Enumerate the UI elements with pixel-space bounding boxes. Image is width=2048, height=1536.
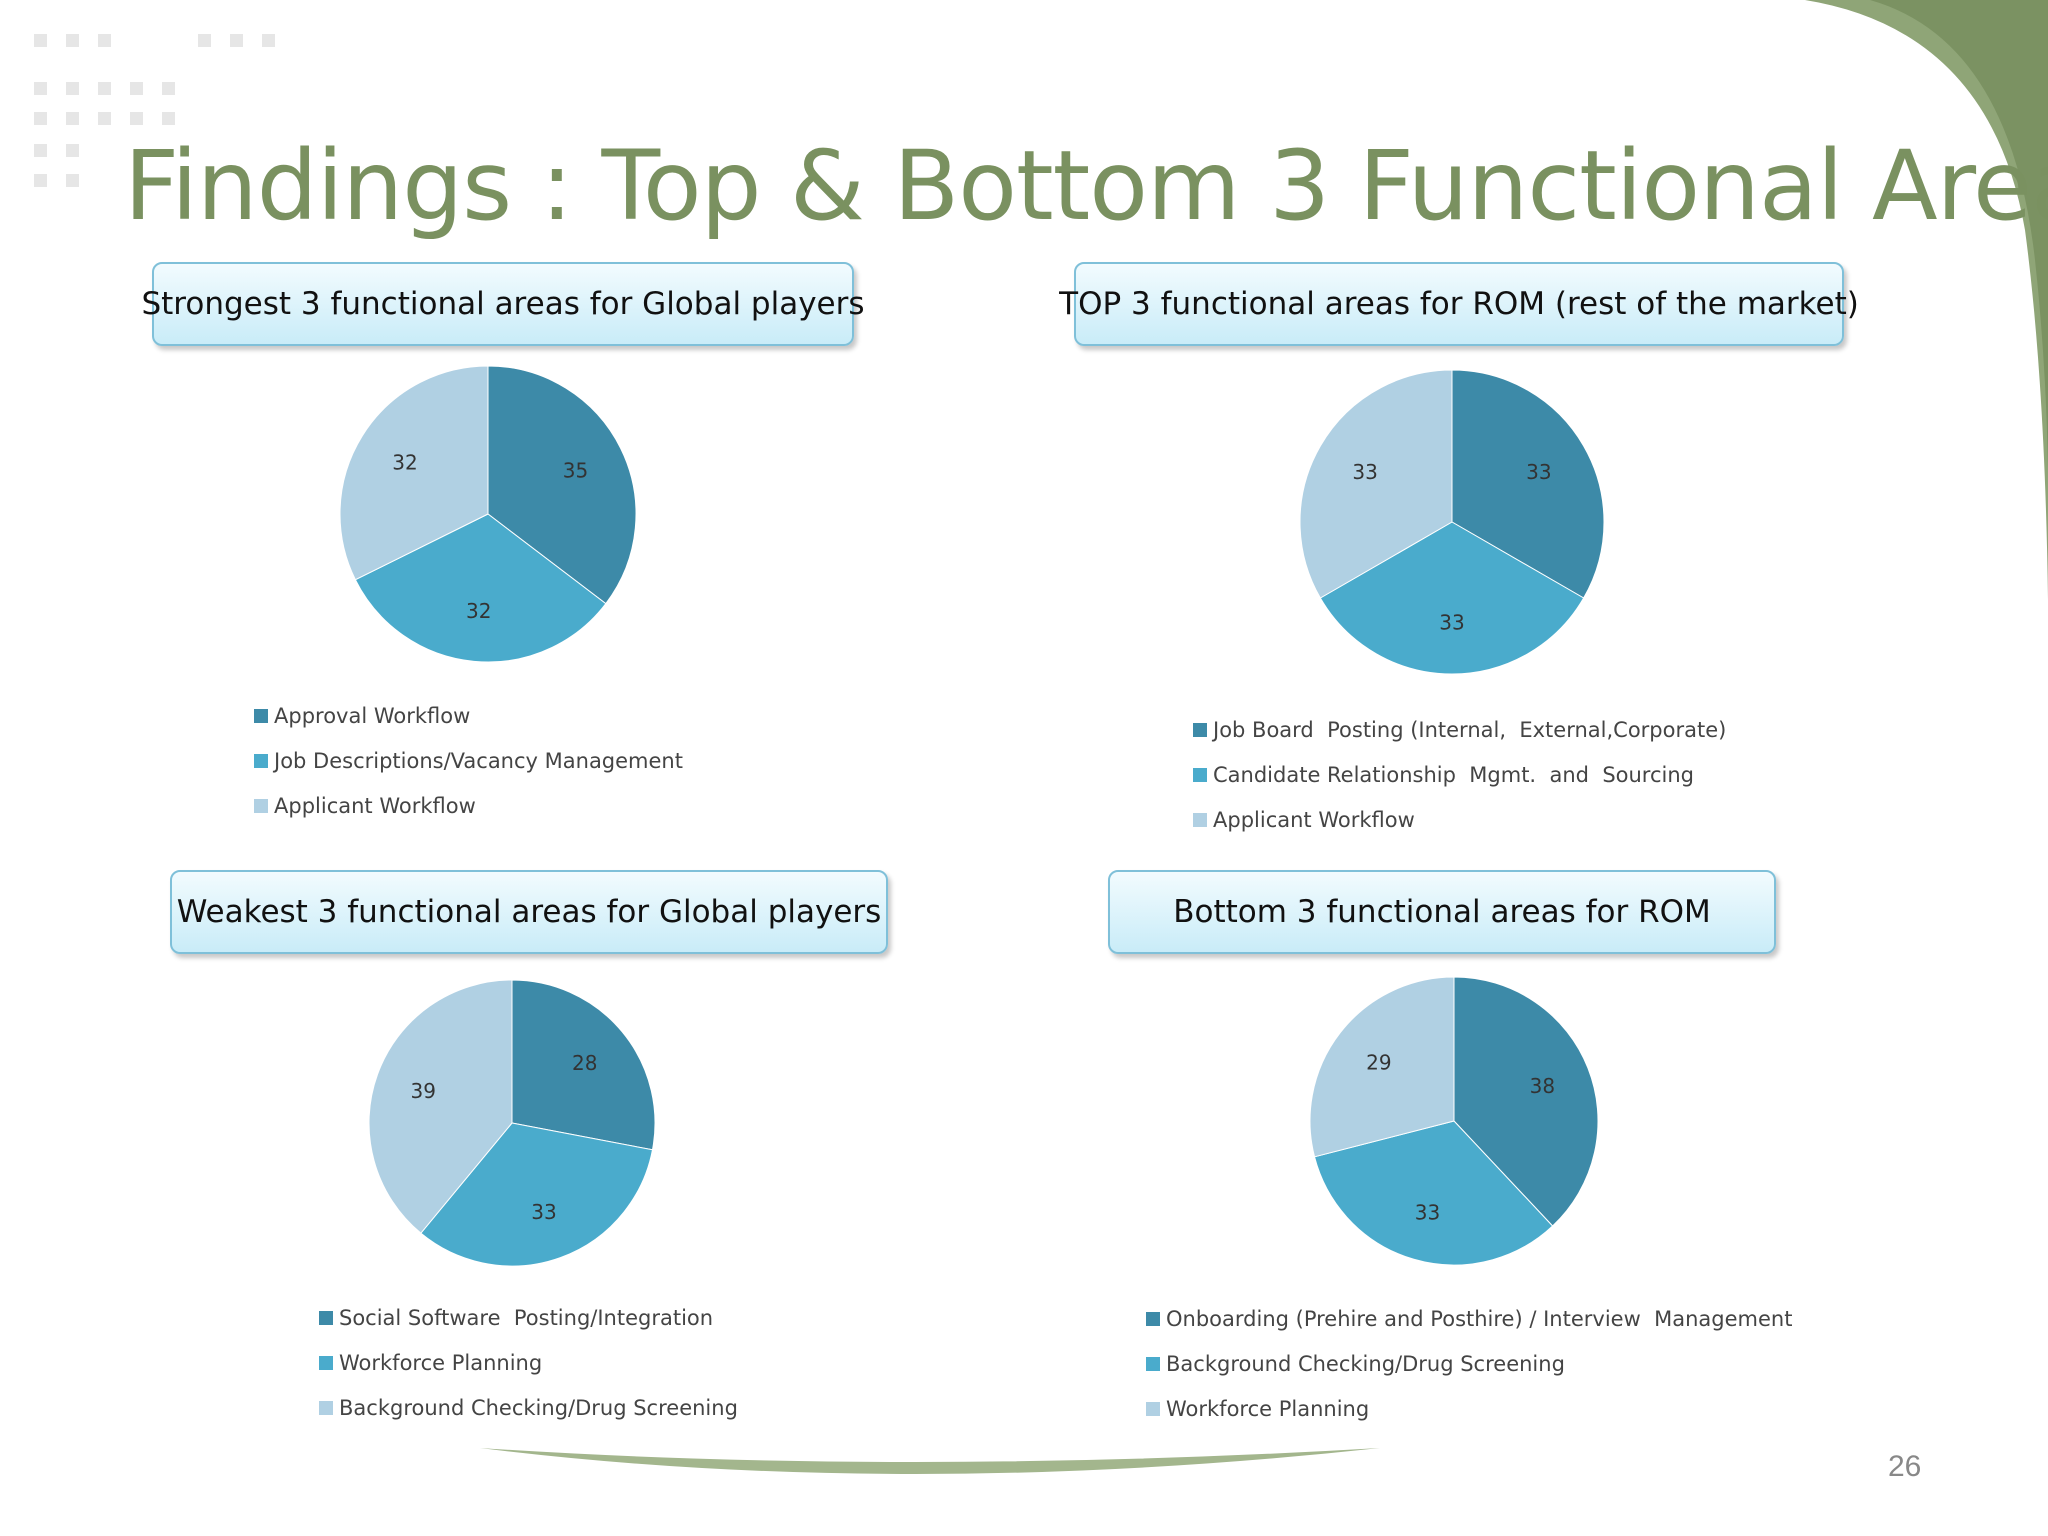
page-number: 26	[1888, 1450, 1922, 1483]
legend-label: Workforce Planning	[1166, 1396, 1370, 1421]
pie-slice	[511, 979, 656, 1151]
pie-data-label: 32	[466, 599, 491, 623]
chart-legend: Job Board Posting (Internal, External,Co…	[1193, 707, 1726, 842]
pie-data-label: 35	[563, 459, 588, 483]
header-bottom-rom: Bottom 3 functional areas for ROM	[1108, 870, 1776, 954]
pie-data-label: 33	[1439, 610, 1464, 634]
legend-label: Workforce Planning	[339, 1350, 543, 1375]
legend-item: Onboarding (Prehire and Posthire) / Inte…	[1146, 1296, 1792, 1341]
legend-item: Background Checking/Drug Screening	[319, 1385, 738, 1430]
bottom-swoosh	[480, 1448, 1380, 1474]
legend-swatch	[1193, 767, 1207, 782]
header-top-rom: TOP 3 functional areas for ROM (rest of …	[1059, 262, 1859, 346]
legend-swatch	[1146, 1311, 1160, 1326]
legend-swatch	[319, 1310, 333, 1325]
pie-slice	[1313, 1120, 1554, 1266]
legend-label: Job Board Posting (Internal, External,Co…	[1213, 717, 1727, 742]
legend-label: Candidate Relationship Mgmt. and Sourcin…	[1213, 762, 1695, 787]
legend-label: Applicant Workflow	[274, 793, 476, 818]
pie-slice	[1309, 976, 1455, 1158]
pie-data-label: 38	[1530, 1074, 1555, 1098]
pie-slice	[487, 365, 637, 605]
legend-swatch	[1146, 1356, 1160, 1371]
legend-label: Job Descriptions/Vacancy Management	[274, 748, 683, 773]
pie-slice	[1451, 369, 1605, 599]
legend-swatch	[254, 753, 268, 768]
pie-slice	[354, 513, 607, 663]
legend-swatch	[1146, 1401, 1160, 1416]
legend-item: Workforce Planning	[319, 1340, 738, 1385]
pie-data-label: 33	[1352, 460, 1377, 484]
pie-slice	[1453, 976, 1599, 1227]
pie-data-label: 33	[531, 1200, 556, 1224]
slide-title: Findings : Top & Bottom 3 Functional Are…	[124, 130, 2048, 242]
pie-data-label: 33	[1526, 460, 1551, 484]
legend-swatch	[1193, 722, 1207, 737]
pie-slice	[368, 979, 513, 1234]
pie-data-label: 28	[572, 1051, 597, 1075]
legend-item: Job Board Posting (Internal, External,Co…	[1193, 707, 1726, 752]
pie-slice	[420, 1122, 654, 1267]
header-strongest-global: Strongest 3 functional areas for Global …	[141, 262, 865, 346]
legend-label: Applicant Workflow	[1213, 807, 1415, 832]
legend-item: Workforce Planning	[1146, 1386, 1792, 1431]
legend-item: Applicant Workflow	[1193, 797, 1726, 842]
legend-swatch	[319, 1400, 333, 1415]
pie-slice	[1299, 369, 1453, 599]
pie-slice	[1319, 521, 1585, 675]
legend-label: Background Checking/Drug Screening	[1166, 1351, 1565, 1376]
corner-swoosh-inner	[1870, 0, 2048, 470]
legend-label: Approval Workflow	[274, 703, 471, 728]
pie-data-label: 32	[392, 451, 417, 475]
pie-data-label: 29	[1366, 1051, 1391, 1075]
legend-item: Applicant Workflow	[254, 783, 683, 828]
legend-swatch	[1193, 812, 1207, 827]
legend-label: Social Software Posting/Integration	[339, 1305, 714, 1330]
pie-slice	[339, 365, 489, 581]
dot-grid-decoration	[34, 34, 275, 187]
header-weakest-global: Weakest 3 functional areas for Global pl…	[170, 870, 888, 954]
legend-item: Candidate Relationship Mgmt. and Sourcin…	[1193, 752, 1726, 797]
legend-item: Background Checking/Drug Screening	[1146, 1341, 1792, 1386]
legend-swatch	[319, 1355, 333, 1370]
chart-legend: Onboarding (Prehire and Posthire) / Inte…	[1146, 1296, 1792, 1431]
pie-data-label: 33	[1415, 1200, 1440, 1224]
legend-swatch	[254, 798, 268, 813]
legend-label: Background Checking/Drug Screening	[339, 1395, 738, 1420]
pie-data-label: 39	[410, 1079, 435, 1103]
legend-item: Job Descriptions/Vacancy Management	[254, 738, 683, 783]
legend-swatch	[254, 708, 268, 723]
legend-item: Approval Workflow	[254, 693, 683, 738]
legend-label: Onboarding (Prehire and Posthire) / Inte…	[1166, 1306, 1793, 1331]
legend-item: Social Software Posting/Integration	[319, 1295, 738, 1340]
